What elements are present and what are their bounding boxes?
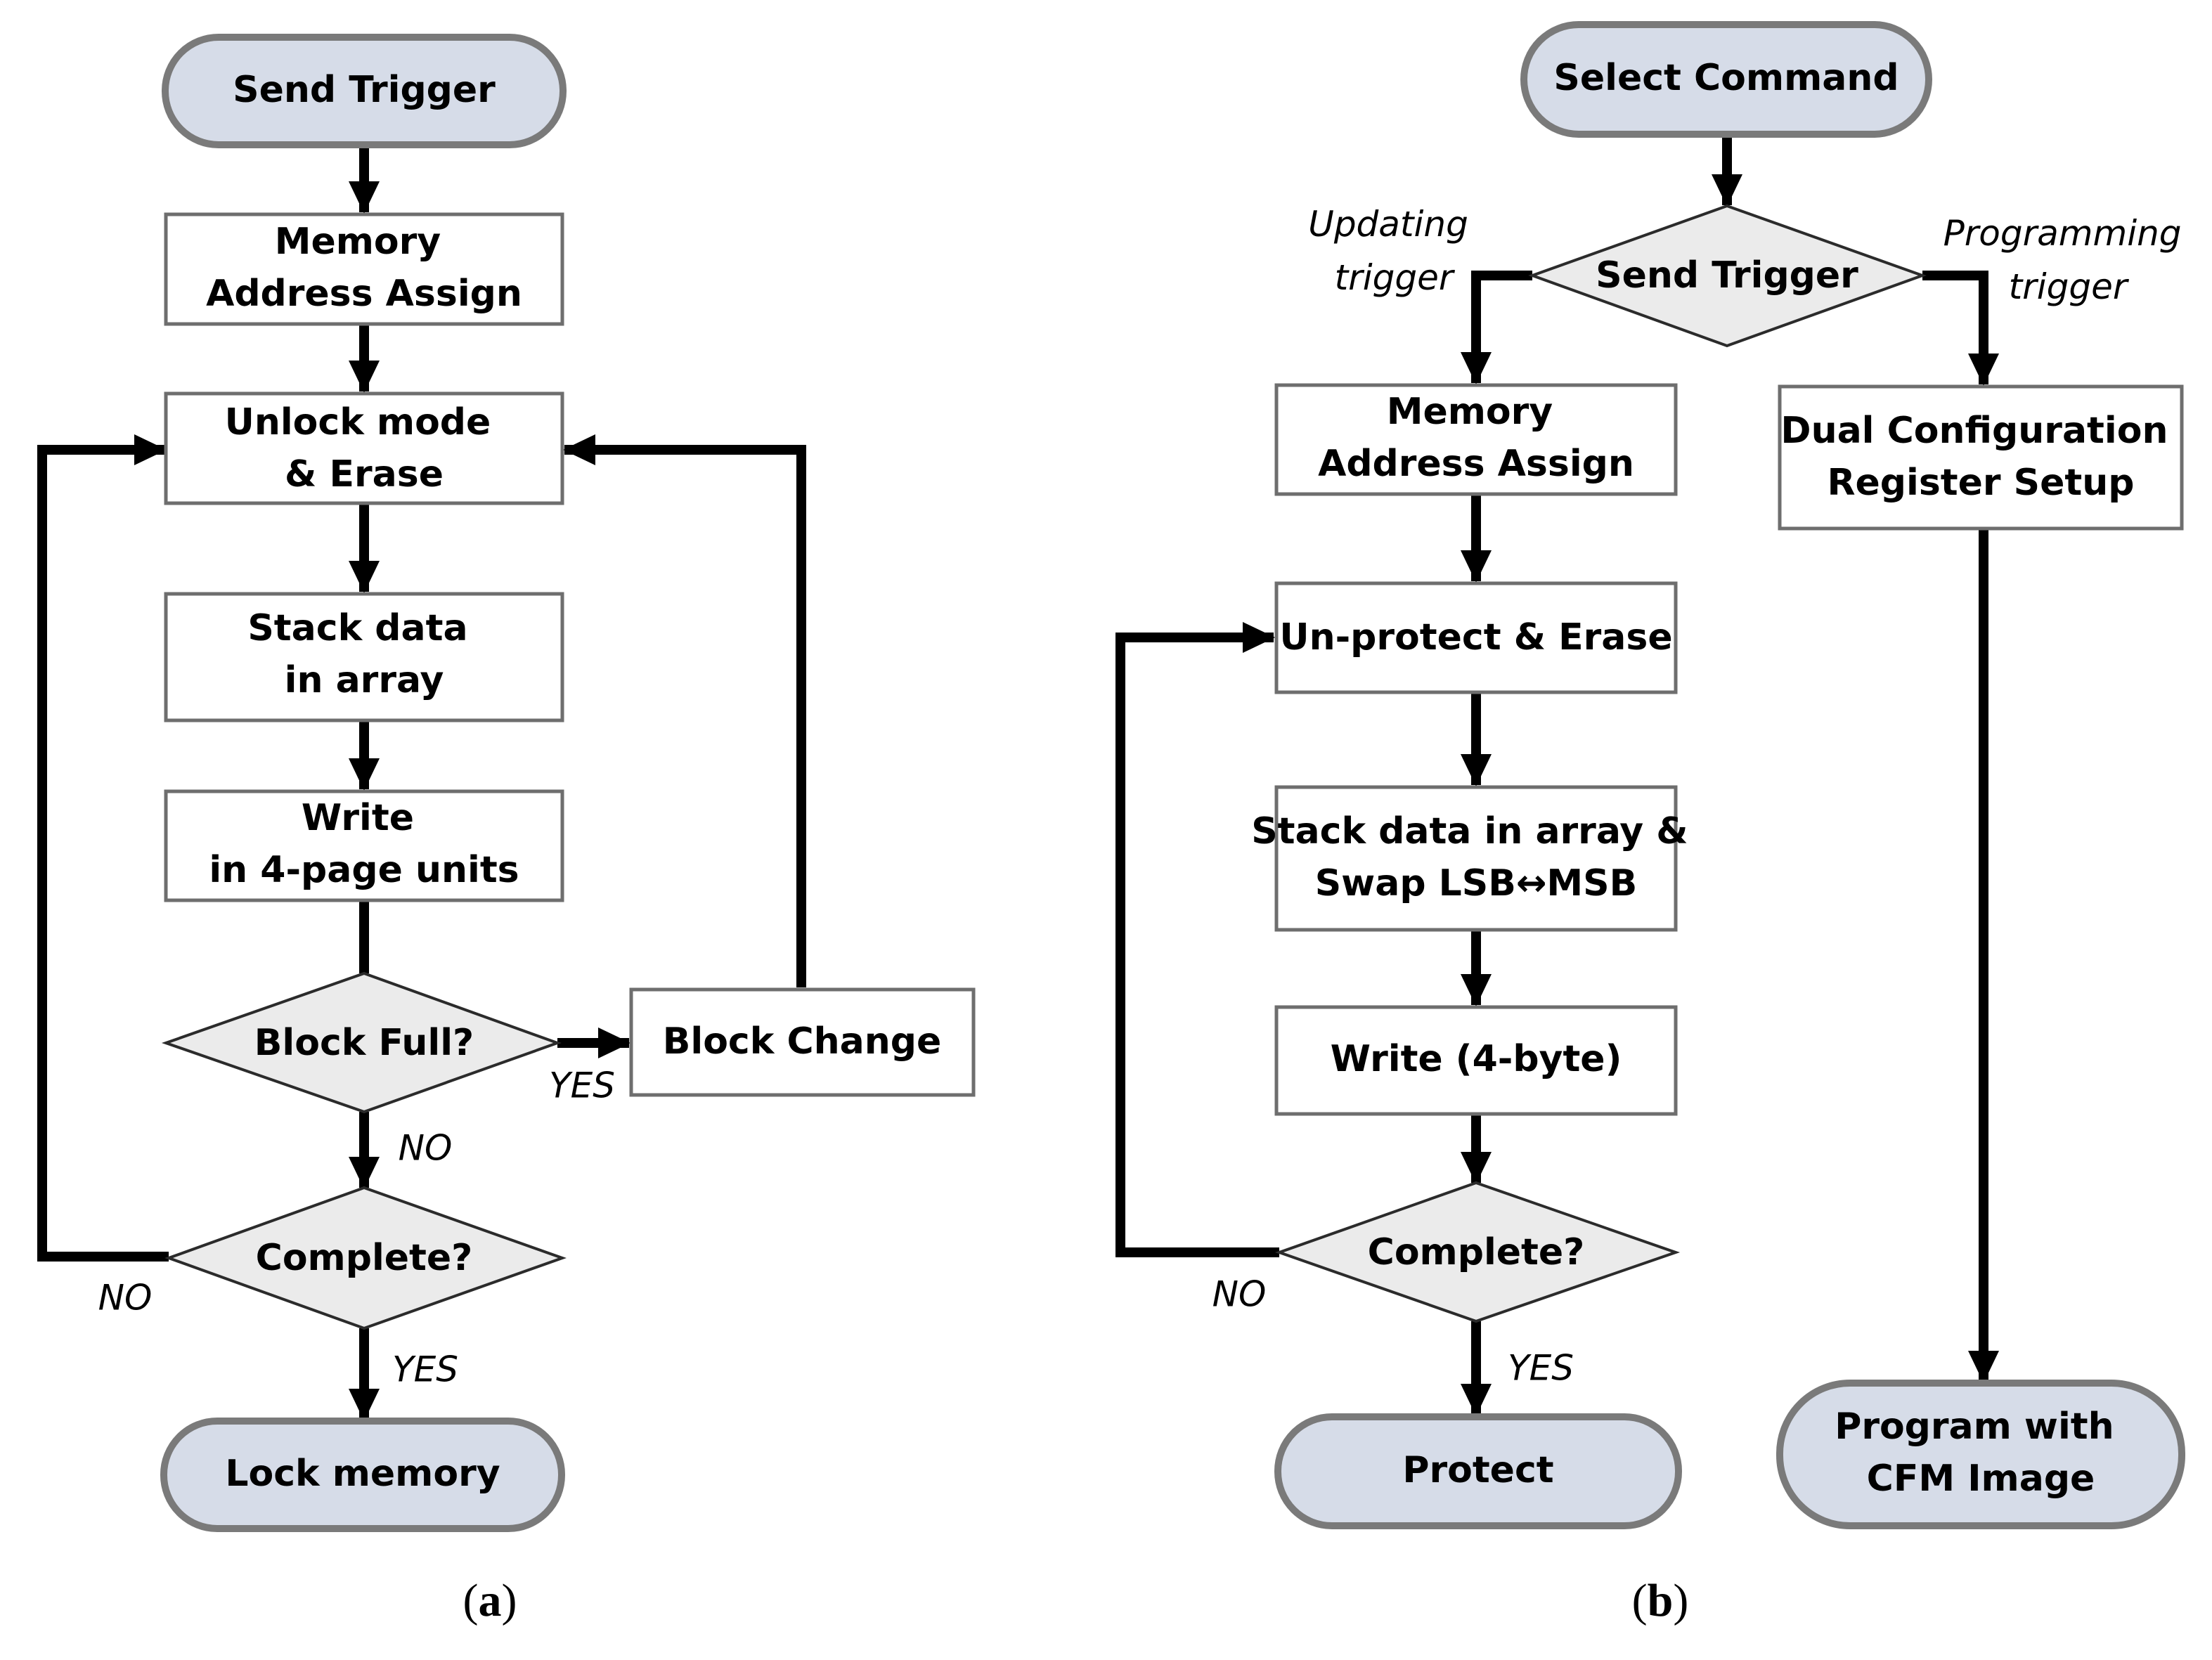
node-a-complete-text: Complete? [256, 1237, 473, 1279]
node-b-select-command: Select Command [1520, 21, 1932, 138]
node-a-stack-line1: Stack data [247, 607, 467, 649]
label-b-no-complete: NO [1212, 1274, 1267, 1315]
node-a-lock-memory: Lock memory [160, 1418, 565, 1532]
node-b-write: Write (4-byte) [1274, 1005, 1678, 1116]
node-b-program-line2: CFM Image [1867, 1458, 2095, 1500]
node-a-memory-line2: Address Assign [206, 273, 522, 315]
label-a-yes-block: YES [549, 1065, 615, 1106]
svg-text:Stack data in array: Stack data in array [247, 607, 480, 701]
node-a-memory-address-assign: Memory Address Assign [164, 212, 564, 326]
node-b-memory-address-assign: Memory Address Assign [1274, 383, 1678, 496]
node-a-memory-line1: Memory [275, 221, 441, 263]
node-b-complete-text: Complete? [1368, 1231, 1585, 1273]
label-a-no-block: NO [399, 1128, 453, 1169]
node-a-lock-memory-text: Lock memory [225, 1453, 500, 1495]
svg-text:Program with CFM Image: Program with CFM Image [1835, 1406, 2127, 1500]
node-a-unlock-line1: Unlock mode [225, 401, 491, 443]
node-b-stack-swap: Stack data in array & Swap LSB↔MSB [1251, 785, 1701, 932]
node-a-complete: Complete? [164, 1186, 567, 1330]
node-b-unprotect-text: Un-protect & Erase [1279, 616, 1672, 659]
svg-text:Memory Address Assign: Memory Address Assign [206, 221, 522, 315]
node-b-program-line1: Program with [1835, 1406, 2114, 1448]
node-a-stack-line2: in array [285, 659, 444, 701]
label-a-no-complete: NO [98, 1278, 153, 1318]
node-b-memory-line1: Memory [1387, 391, 1553, 433]
node-b-dual-line1: Dual Configuration [1780, 410, 2168, 452]
node-a-block-full-text: Block Full? [254, 1022, 474, 1064]
arrow-b-complete-no-loop [1115, 622, 1279, 1257]
node-a-write-line1: Write [302, 797, 414, 839]
svg-text:Write in 4-page units: Write in 4-page units [209, 797, 519, 891]
label-b-programming-trigger: Programming trigger [1943, 213, 2193, 307]
label-b-yes-complete: YES [1508, 1348, 1574, 1389]
node-b-program-cfm: Program with CFM Image [1776, 1380, 2185, 1529]
caption-a: (a) [463, 1575, 517, 1626]
panel-b: Select Command Send Trigger Memory Addre… [1115, 21, 2193, 1626]
node-a-send-trigger: Send Trigger [162, 34, 567, 148]
arrow-a-change-back-to-unlock [563, 434, 806, 987]
node-a-block-full: Block Full? [161, 971, 562, 1114]
label-b-updating-trigger: Updating trigger [1308, 204, 1480, 298]
node-a-stack-data: Stack data in array [164, 592, 564, 722]
arrow-b-trigger-to-memory [1461, 271, 1532, 384]
node-b-send-trigger-text: Send Trigger [1596, 254, 1858, 297]
node-a-unlock-line2: & Erase [285, 453, 444, 495]
node-a-unlock-erase: Unlock mode & Erase [164, 391, 564, 505]
svg-text:Stack data in array &: Stack data in array & Swap LSB↔MSB [1251, 810, 1701, 904]
node-b-select-command-text: Select Command [1553, 57, 1899, 99]
node-b-protect-text: Protect [1402, 1449, 1553, 1491]
node-b-memory-line2: Address Assign [1318, 443, 1634, 485]
node-b-send-trigger: Send Trigger [1528, 204, 1927, 348]
node-b-write-text: Write (4-byte) [1331, 1038, 1622, 1080]
panel-b-connectors [1115, 134, 1999, 1416]
label-a-yes-complete: YES [392, 1349, 458, 1390]
node-b-dual-config: Dual Configuration Register Setup [1778, 384, 2184, 531]
node-b-protect: Protect [1274, 1413, 1682, 1529]
panel-a-connectors [37, 144, 806, 1421]
node-a-send-trigger-text: Send Trigger [233, 69, 496, 111]
arrow-b-trigger-to-dual [1922, 271, 1999, 386]
svg-text:Unlock mode & Erase: Unlock mode & Erase [225, 401, 504, 495]
panel-a: Send Trigger Memory Address Assign Unloc… [37, 34, 976, 1626]
arrow-a-complete-no-loop [37, 434, 169, 1262]
node-a-write: Write in 4-page units [164, 789, 564, 902]
node-a-block-change: Block Change [629, 987, 976, 1097]
node-a-block-change-text: Block Change [663, 1020, 941, 1063]
node-b-stack-line2: Swap LSB↔MSB [1315, 862, 1638, 904]
node-b-unprotect-erase: Un-protect & Erase [1274, 581, 1678, 694]
node-b-stack-line1: Stack data in array & [1251, 810, 1688, 852]
svg-text:Dual Configuration Reg: Dual Configuration Register Setup [1780, 410, 2180, 504]
node-a-write-line2: in 4-page units [209, 849, 519, 891]
svg-text:Memory Address Assign: Memory Address Assign [1318, 391, 1634, 485]
caption-b: (b) [1632, 1575, 1689, 1626]
node-b-complete: Complete? [1274, 1181, 1681, 1323]
node-b-dual-line2: Register Setup [1828, 462, 2135, 504]
